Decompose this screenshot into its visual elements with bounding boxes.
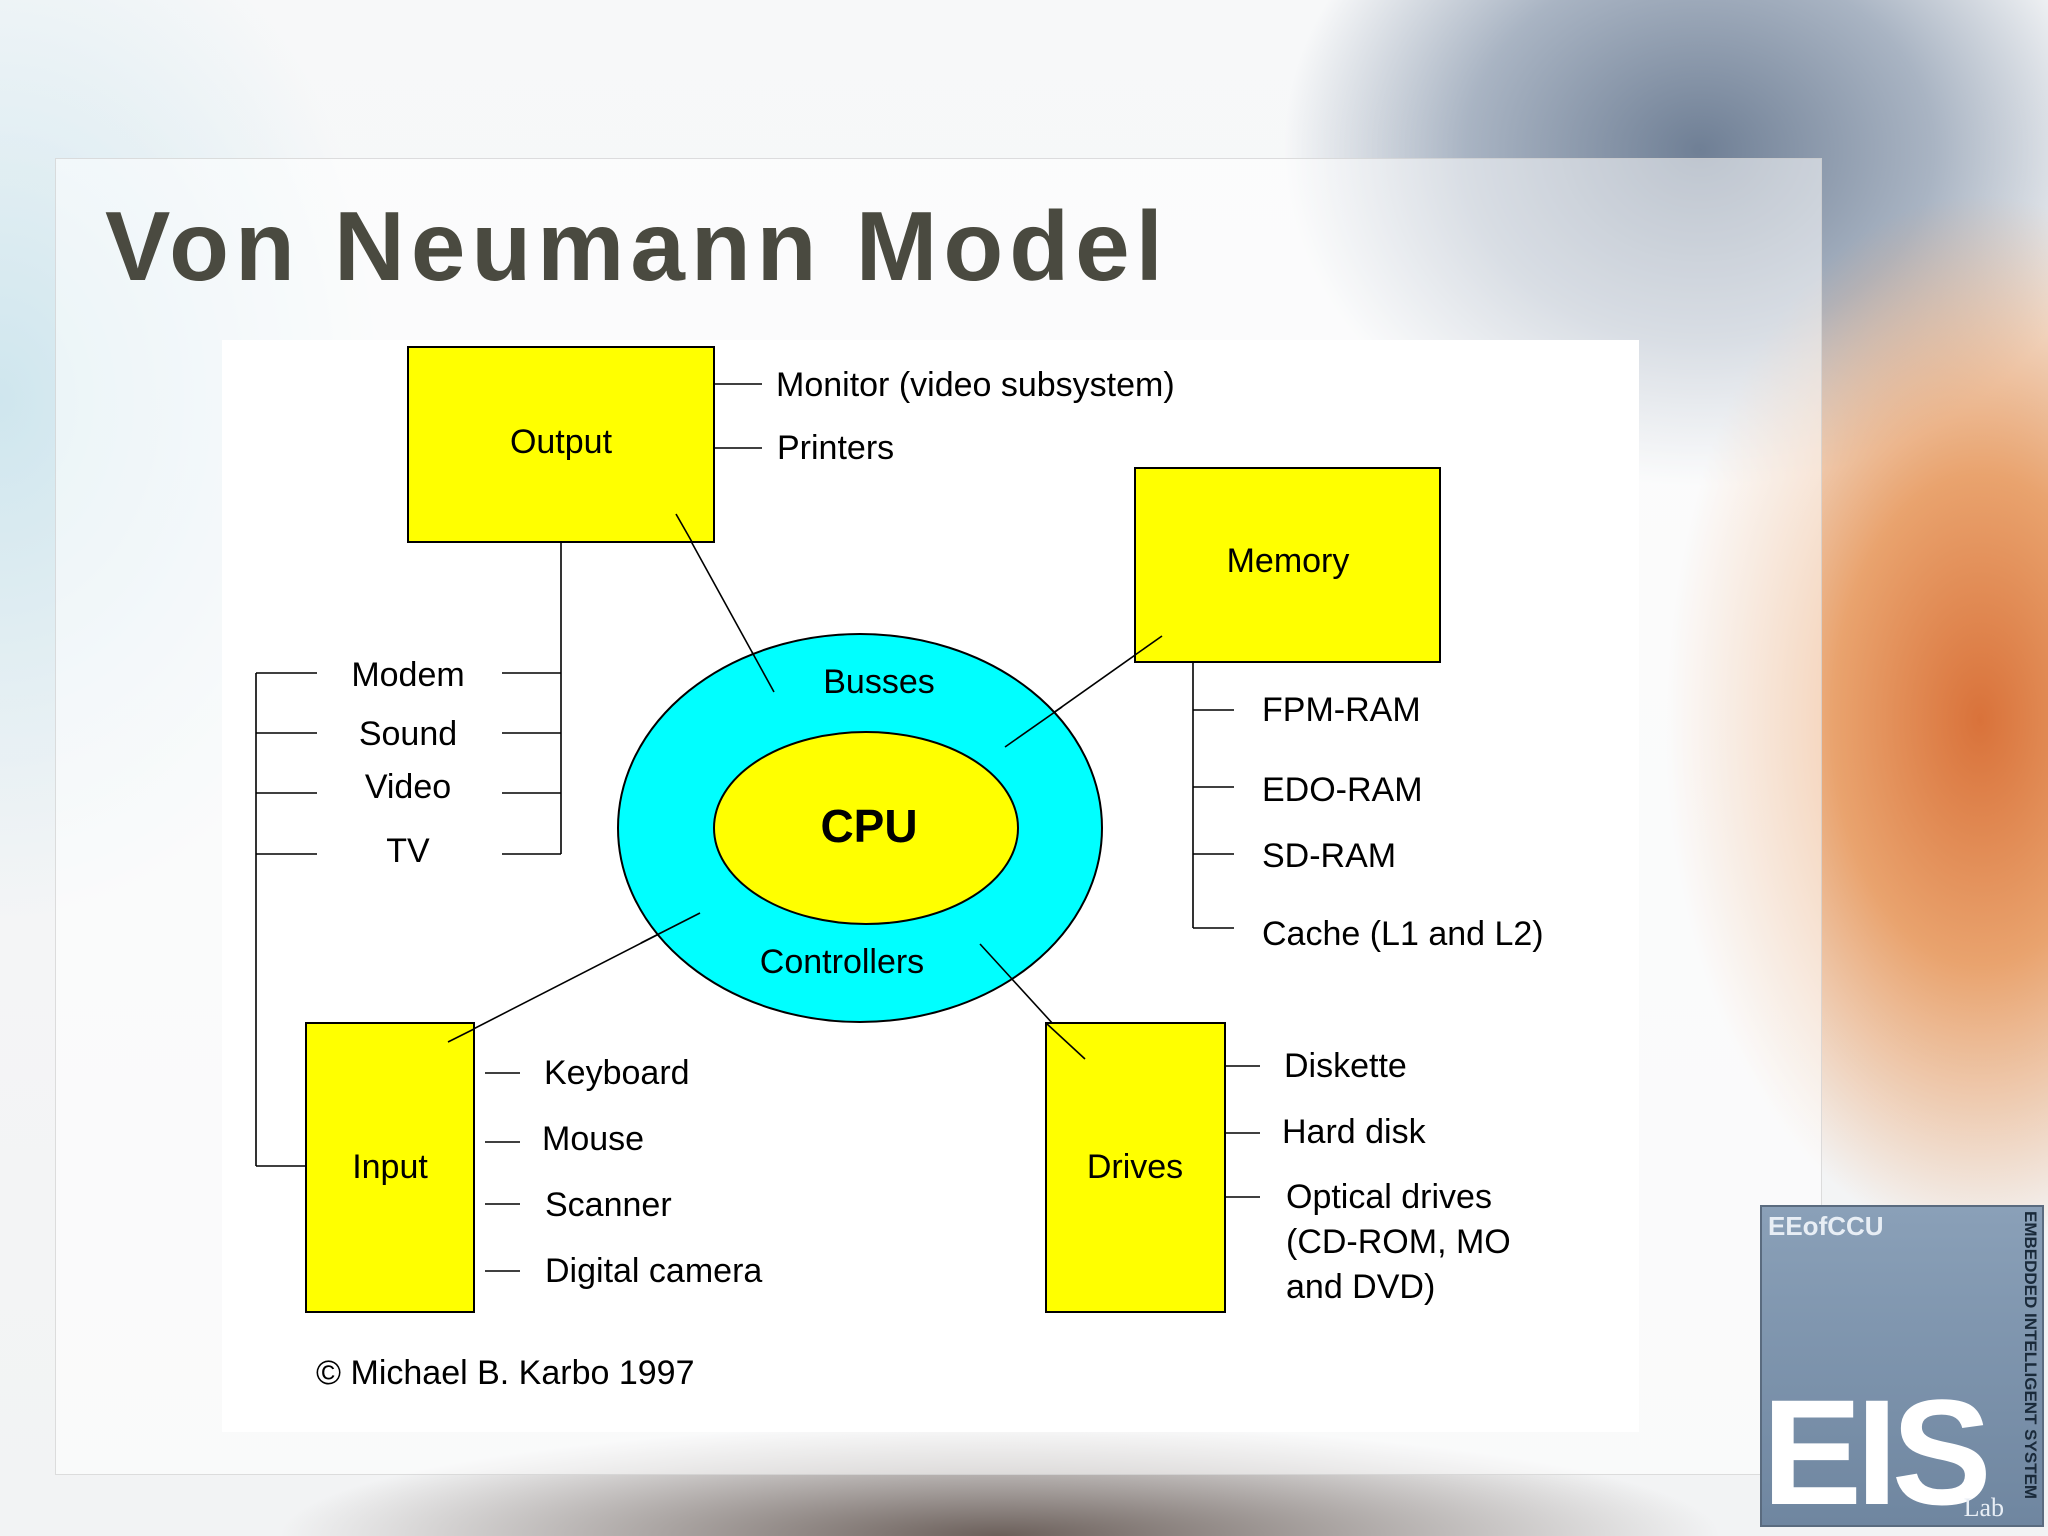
output-label: Output bbox=[510, 423, 613, 461]
busses-label: Busses bbox=[823, 663, 935, 701]
cpu-ellipse bbox=[713, 731, 1019, 925]
logo-lab-text: Lab bbox=[1963, 1493, 2004, 1522]
controllers-label: Controllers bbox=[760, 943, 924, 981]
memory-item: EDO-RAM bbox=[1262, 771, 1423, 809]
slide-title: Von Neumann Model bbox=[105, 191, 1169, 301]
copyright-text: © Michael B. Karbo 1997 bbox=[316, 1354, 694, 1392]
drives-item: Optical drives bbox=[1286, 1178, 1492, 1216]
shared-item: Sound bbox=[359, 715, 457, 753]
drives-item: Diskette bbox=[1284, 1047, 1407, 1085]
logo-top-text: EEofCCU bbox=[1768, 1211, 1884, 1241]
output-item: Printers bbox=[777, 429, 894, 467]
input-item: Mouse bbox=[542, 1120, 644, 1158]
input-label: Input bbox=[352, 1148, 428, 1186]
drives-box bbox=[1045, 1022, 1226, 1313]
memory-item: SD-RAM bbox=[1262, 837, 1396, 875]
drives-label: Drives bbox=[1087, 1148, 1183, 1186]
shared-item: TV bbox=[386, 832, 430, 870]
shared-item: Video bbox=[365, 768, 451, 806]
input-item: Keyboard bbox=[544, 1054, 690, 1092]
diagram-svg: Output Memory Input Drives Busses Contro… bbox=[255, 346, 1544, 1392]
drives-item: (CD-ROM, MO bbox=[1286, 1223, 1511, 1261]
input-item: Digital camera bbox=[545, 1252, 762, 1290]
input-item: Scanner bbox=[545, 1186, 672, 1224]
drives-item: Hard disk bbox=[1282, 1113, 1427, 1151]
diagram: Output Memory Input Drives Busses Contro… bbox=[222, 340, 1639, 1432]
drives-item: and DVD) bbox=[1286, 1268, 1435, 1306]
memory-item: FPM-RAM bbox=[1262, 691, 1421, 729]
logo-big-text: EIS bbox=[1762, 1368, 1992, 1536]
input-box bbox=[305, 1022, 475, 1313]
output-box bbox=[407, 346, 715, 543]
memory-item: Cache (L1 and L2) bbox=[1262, 915, 1544, 953]
memory-box bbox=[1134, 467, 1441, 663]
memory-label: Memory bbox=[1227, 542, 1350, 580]
output-item: Monitor (video subsystem) bbox=[776, 366, 1175, 404]
logo-side-text: EMBEDDED INTELLIGENT SYSTEM bbox=[2021, 1211, 2040, 1500]
cpu-label: CPU bbox=[820, 800, 917, 852]
eis-lab-logo: EEofCCU EIS EMBEDDED INTELLIGENT SYSTEM … bbox=[1760, 1205, 2044, 1527]
shared-item: Modem bbox=[351, 656, 464, 694]
